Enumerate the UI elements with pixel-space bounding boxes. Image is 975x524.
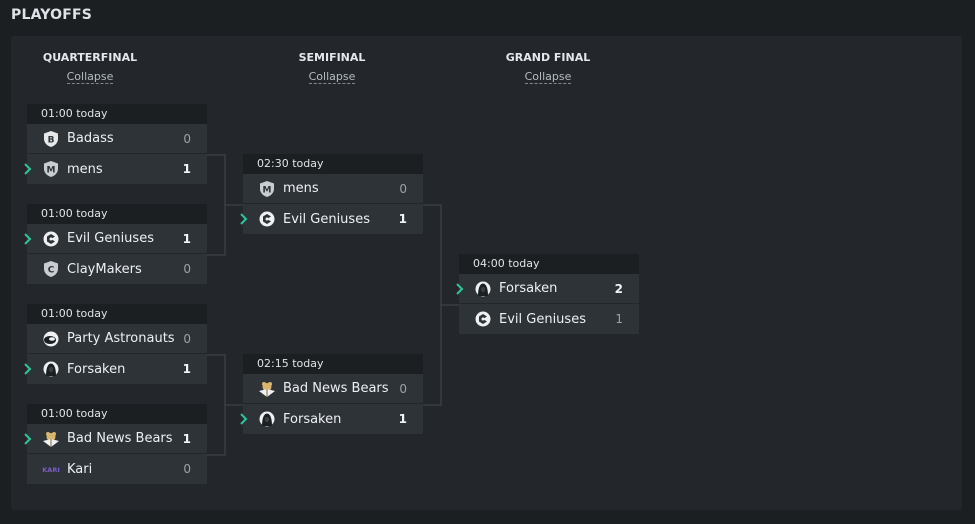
match-time: 02:15 today (243, 354, 423, 374)
party-astronauts-logo-icon (42, 330, 60, 348)
svg-text:M: M (47, 166, 56, 176)
team-score: 1 (615, 312, 623, 326)
team-name: Bad News Bears (283, 381, 389, 396)
collapse-link[interactable]: Collapse (308, 70, 356, 84)
team-name: ClayMakers (67, 261, 142, 277)
match-time: 04:00 today (459, 254, 639, 274)
team-name: Party Astronauts (67, 331, 175, 346)
round-header-quarterfinal: QUARTERFINAL Collapse (0, 51, 180, 84)
match-sf1[interactable]: 02:30 today M mens 0 Evil Geniuses 1 (240, 154, 423, 234)
bad-news-bears-logo-icon (258, 380, 276, 398)
team-row[interactable]: KARI Kari 0 (27, 454, 207, 484)
match-qf2[interactable]: 01:00 today Evil Geniuses 1 C ClayMakers… (24, 204, 207, 284)
round-title: QUARTERFINAL (42, 51, 138, 64)
chevron-right-icon (24, 363, 34, 375)
team-row[interactable]: C ClayMakers 0 (27, 254, 207, 284)
chevron-right-icon (24, 163, 34, 175)
kari-logo-icon: KARI (42, 460, 60, 478)
collapse-link[interactable]: Collapse (66, 70, 114, 84)
team-row[interactable]: B Badass 0 (27, 124, 207, 154)
team-score: 0 (399, 181, 407, 196)
team-score: 2 (614, 281, 623, 296)
page-title: PLAYOFFS (11, 7, 93, 23)
match-sf2[interactable]: 02:15 today Bad News Bears 0 Forsaken 1 (240, 354, 423, 434)
team-name: Evil Geniuses (67, 231, 154, 246)
match-time: 02:30 today (243, 154, 423, 174)
team-name: Bad News Bears (67, 431, 173, 446)
team-name: Kari (67, 461, 93, 477)
evil-geniuses-logo-icon (258, 210, 276, 228)
team-row[interactable]: Bad News Bears 0 (243, 374, 423, 404)
evil-geniuses-logo-icon (42, 230, 60, 248)
round-header-semifinal: SEMIFINAL Collapse (242, 51, 422, 84)
match-qf3[interactable]: 01:00 today Party Astronauts 0 Forsaken … (24, 304, 207, 384)
team-row[interactable]: Evil Geniuses 1 (240, 204, 423, 234)
chevron-right-icon (456, 283, 466, 295)
team-score: 1 (182, 431, 191, 446)
team-score: 1 (398, 212, 407, 226)
team-row[interactable]: Party Astronauts 0 (27, 324, 207, 354)
badass-logo-icon: B (42, 130, 60, 148)
match-grand-final[interactable]: 04:00 today Forsaken 2 Evil Geniuses 1 (456, 254, 639, 334)
chevron-right-icon (240, 413, 250, 425)
collapse-link[interactable]: Collapse (524, 70, 572, 84)
chevron-right-icon (240, 213, 250, 225)
team-name: Forsaken (499, 281, 558, 296)
svg-text:C: C (48, 266, 55, 276)
match-time: 01:00 today (27, 404, 207, 424)
forsaken-logo-icon (42, 360, 60, 378)
match-time: 01:00 today (27, 204, 207, 224)
claymakers-logo-icon: C (42, 260, 60, 278)
chevron-right-icon (24, 233, 34, 245)
team-score: 0 (399, 381, 407, 396)
forsaken-logo-icon (258, 410, 276, 428)
chevron-right-icon (24, 433, 34, 445)
match-time: 01:00 today (27, 304, 207, 324)
svg-text:M: M (263, 185, 272, 195)
match-qf4[interactable]: 01:00 today Bad News Bears 1 KARI Kari 0 (24, 404, 207, 484)
bad-news-bears-logo-icon (42, 430, 60, 448)
team-score: 1 (182, 231, 191, 246)
team-row[interactable]: Forsaken 1 (24, 354, 207, 384)
svg-text:B: B (48, 135, 55, 145)
team-name: mens (283, 181, 319, 196)
round-title: GRAND FINAL (505, 51, 591, 64)
team-name: Forsaken (283, 411, 342, 427)
team-score: 0 (183, 131, 191, 146)
team-name: mens (67, 161, 103, 177)
team-score: 1 (398, 412, 407, 426)
team-row[interactable]: Evil Geniuses 1 (24, 224, 207, 254)
forsaken-logo-icon (474, 280, 492, 298)
team-row[interactable]: Evil Geniuses 1 (459, 304, 639, 334)
team-row[interactable]: Bad News Bears 1 (24, 424, 207, 454)
team-name: Badass (67, 131, 114, 146)
team-score: 0 (183, 262, 191, 276)
match-qf1[interactable]: 01:00 today B Badass 0 M mens 1 (24, 104, 207, 184)
team-row[interactable]: M mens 1 (24, 154, 207, 184)
team-score: 0 (183, 331, 191, 346)
team-name: Evil Geniuses (499, 311, 586, 327)
mens-logo-icon: M (42, 160, 60, 178)
team-row[interactable]: Forsaken 2 (456, 274, 639, 304)
round-header-grand-final: GRAND FINAL Collapse (458, 51, 638, 84)
team-name: Forsaken (67, 361, 126, 377)
svg-text:KARI: KARI (42, 466, 60, 474)
team-score: 0 (183, 462, 191, 476)
match-time: 01:00 today (27, 104, 207, 124)
team-score: 1 (182, 362, 191, 376)
mens-logo-icon: M (258, 180, 276, 198)
team-row[interactable]: Forsaken 1 (240, 404, 423, 434)
team-row[interactable]: M mens 0 (243, 174, 423, 204)
evil-geniuses-logo-icon (474, 310, 492, 328)
team-name: Evil Geniuses (283, 211, 370, 227)
team-score: 1 (182, 162, 191, 176)
round-title: SEMIFINAL (298, 51, 366, 64)
